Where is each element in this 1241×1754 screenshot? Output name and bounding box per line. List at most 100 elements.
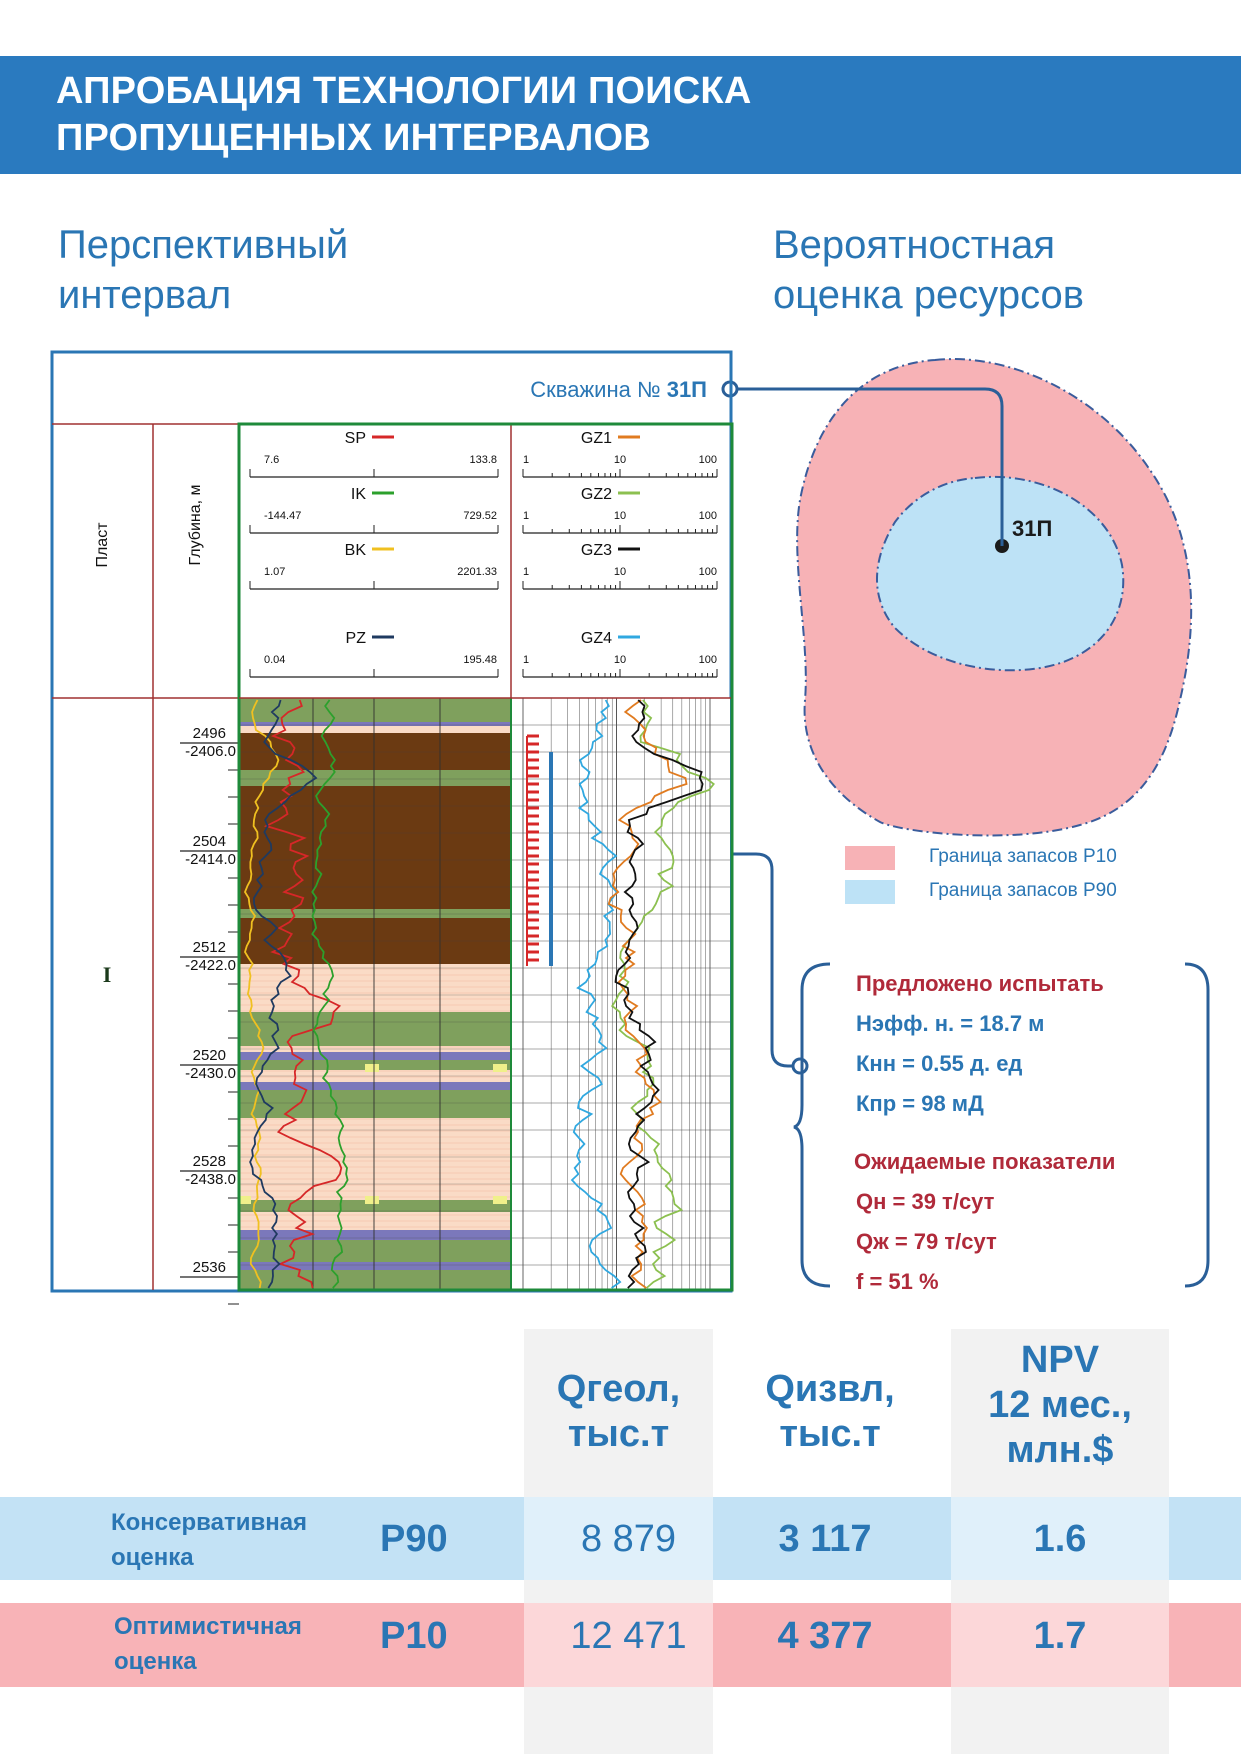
depth-tvd-label: -2422.0 bbox=[185, 957, 236, 974]
depth-md-label: 2504 bbox=[193, 833, 226, 850]
gz3-curve bbox=[614, 699, 704, 1289]
scale-min-label: 7.6 bbox=[264, 454, 279, 466]
scale-max-label: 195.48 bbox=[463, 654, 497, 666]
lithology-band bbox=[239, 770, 510, 786]
depth-tvd-label: -2430.0 bbox=[185, 1065, 236, 1082]
table-row-p90-label: Консервативная оценка bbox=[111, 1505, 307, 1575]
gz2-curve bbox=[611, 699, 715, 1289]
legend-p10-swatch bbox=[845, 846, 895, 870]
proposal-panel: Предложено испытать Нэфф. н. = 18.7 м Кн… bbox=[854, 964, 1186, 1302]
curve-name-gz1: GZ1 bbox=[581, 430, 612, 447]
expected-title: Ожидаемые показатели bbox=[854, 1149, 1116, 1174]
p10-label-line-1: Оптимистичная bbox=[114, 1613, 302, 1640]
proposal-param-kpr: Кпр = 98 мД bbox=[856, 1091, 984, 1116]
table-cell-bg-p90-npv bbox=[951, 1497, 1169, 1580]
column-header-formation: Пласт bbox=[94, 522, 111, 568]
expected-f: f = 51 % bbox=[856, 1269, 939, 1294]
scale-min-label: 0.04 bbox=[264, 654, 285, 666]
gz4-curve bbox=[570, 699, 622, 1289]
ik-curve bbox=[311, 699, 349, 1289]
scale-max-label: 2201.33 bbox=[457, 566, 497, 578]
p90-reserves-area bbox=[876, 475, 1125, 672]
table-row-p10-label: Оптимистичная оценка bbox=[114, 1609, 302, 1679]
npv-header-line-2: 12 мес., bbox=[988, 1384, 1132, 1426]
scale-label: 10 bbox=[614, 510, 626, 522]
curve-name-gz2: GZ2 bbox=[581, 486, 612, 503]
lithology-band bbox=[239, 1230, 510, 1240]
scale-label: 10 bbox=[614, 454, 626, 466]
map-well-label: 31П bbox=[1012, 516, 1052, 541]
scale-min-label: -144.47 bbox=[264, 510, 301, 522]
qgeol-header-line-1: Qгеол, bbox=[556, 1368, 681, 1410]
table-cell-bg-p90-qgeol bbox=[524, 1497, 713, 1580]
scale-max-label: 133.8 bbox=[469, 454, 497, 466]
depth-tvd-label: -2406.0 bbox=[185, 743, 236, 760]
table-row-p90-case: P90 bbox=[380, 1518, 448, 1560]
curves-track-frame bbox=[237, 422, 734, 1292]
scale-label: 1 bbox=[523, 510, 529, 522]
table-row-p10-case: P10 bbox=[380, 1615, 448, 1657]
table-cell-p10-npv: 1.7 bbox=[1033, 1615, 1087, 1657]
table-header-qgeol: Qгеол, тыс.т bbox=[524, 1367, 713, 1457]
right-heading-line-2: оценка ресурсов bbox=[773, 273, 1085, 317]
scale-label: 10 bbox=[614, 654, 626, 666]
lithology-band bbox=[239, 726, 510, 732]
scale-label: 1 bbox=[523, 566, 529, 578]
legend-p90-label: Граница запасов P90 bbox=[929, 880, 1117, 901]
depth-md-label: 2512 bbox=[193, 939, 226, 956]
marker-square bbox=[493, 1196, 507, 1204]
depth-tvd-label: -2414.0 bbox=[185, 851, 236, 868]
title-banner: АПРОБАЦИЯ ТЕХНОЛОГИИ ПОИСКА ПРОПУЩЕННЫХ … bbox=[0, 56, 1241, 174]
proposal-bracket bbox=[793, 962, 1210, 1288]
curve-name-gz3: GZ3 bbox=[581, 542, 612, 559]
scale-min-label: 1.07 bbox=[264, 566, 285, 578]
well-log-and-map-figure: 31П Скважина № 31П Пласт Глубина, м I SP… bbox=[50, 350, 1193, 1305]
right-heading-line-1: Вероятностная bbox=[773, 223, 1056, 267]
lithology-band bbox=[239, 1262, 510, 1270]
well-to-map-connector bbox=[730, 387, 1004, 546]
scale-label: 100 bbox=[699, 654, 717, 666]
right-track-background bbox=[512, 698, 730, 1290]
marker-square bbox=[365, 1196, 379, 1204]
table-cell-bg-p10-npv bbox=[951, 1603, 1169, 1687]
depth-md-label: 2520 bbox=[193, 1047, 226, 1064]
well-number-label: Скважина № 31П bbox=[530, 377, 707, 402]
depth-md-label: 2536 bbox=[193, 1259, 226, 1276]
lithology-band bbox=[239, 1090, 510, 1118]
depth-md-label: 2496 bbox=[193, 725, 226, 742]
column-header-depth: Глубина, м bbox=[187, 484, 204, 565]
scale-label: 100 bbox=[699, 510, 717, 522]
scale-label: 10 bbox=[614, 566, 626, 578]
perforation-interval-marker bbox=[526, 734, 553, 966]
lithology-band bbox=[239, 1240, 510, 1262]
page-title: АПРОБАЦИЯ ТЕХНОЛОГИИ ПОИСКА ПРОПУЩЕННЫХ … bbox=[56, 68, 751, 162]
table-header-npv: NPV 12 мес., млн.$ bbox=[951, 1338, 1169, 1473]
scale-label: 100 bbox=[699, 454, 717, 466]
table-cell-p90-npv: 1.6 bbox=[1033, 1518, 1087, 1560]
left-heading-line-2: интервал bbox=[58, 273, 232, 317]
lithology-band bbox=[239, 1200, 510, 1212]
curve-name-pz: PZ bbox=[346, 630, 367, 647]
proposal-param-knn: Кнн = 0.55 д. ед bbox=[856, 1051, 1023, 1076]
curve-name-sp: SP bbox=[345, 430, 366, 447]
scale-label: 100 bbox=[699, 566, 717, 578]
legend-p10-label: Граница запасов P10 bbox=[929, 846, 1117, 867]
table-cell-p90-qizvl: 3 117 bbox=[778, 1518, 872, 1560]
table-cell-p10-qgeol: 12 471 bbox=[570, 1615, 687, 1657]
scale-label: 1 bbox=[523, 454, 529, 466]
lithology-band bbox=[239, 1270, 510, 1290]
table-cell-bg-p10-qgeol bbox=[524, 1603, 713, 1687]
depth-tvd-label: -2438.0 bbox=[185, 1171, 236, 1188]
table-header-qizvl: Qизвл, тыс.т bbox=[730, 1367, 930, 1457]
depth-md-label: 2528 bbox=[193, 1153, 226, 1170]
proposal-param-heff: Нэфф. н. = 18.7 м bbox=[856, 1011, 1045, 1036]
qizvl-header-line-1: Qизвл, bbox=[765, 1368, 895, 1410]
marker-square bbox=[365, 1064, 379, 1072]
scale-label: 1 bbox=[523, 654, 529, 666]
lithology-band bbox=[239, 786, 510, 909]
marker-square bbox=[493, 1064, 507, 1072]
p90-label-line-2: оценка bbox=[111, 1544, 194, 1571]
lithology-band bbox=[239, 909, 510, 918]
left-heading-line-1: Перспективный bbox=[58, 223, 349, 267]
table-cell-p90-qgeol: 8 879 bbox=[580, 1518, 677, 1560]
